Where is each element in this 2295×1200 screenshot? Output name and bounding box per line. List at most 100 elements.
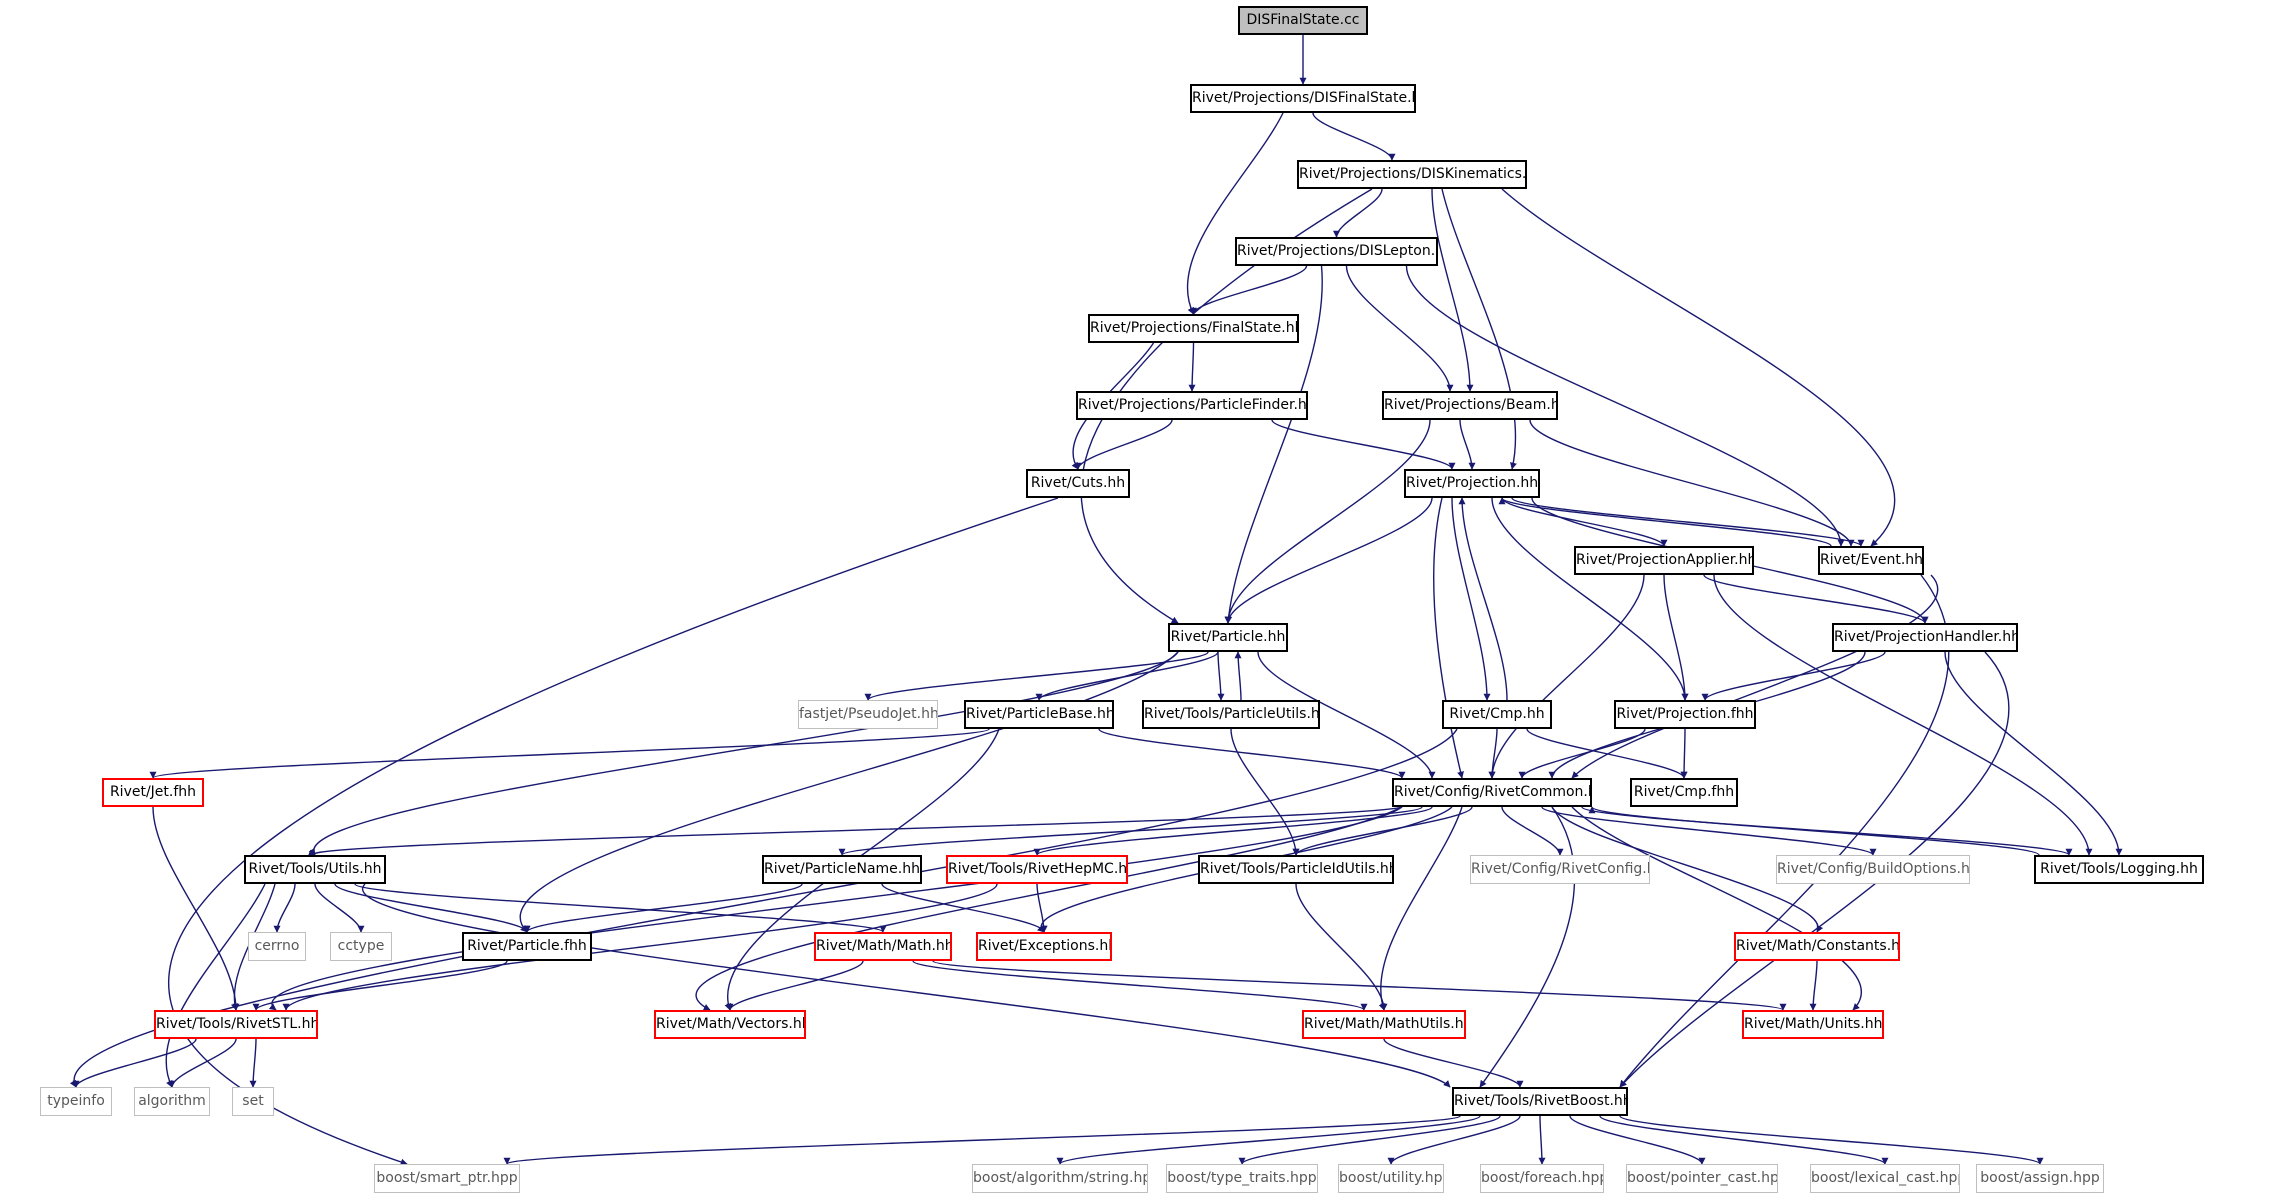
edge-tools-utils-to-cctype [314, 883, 365, 933]
edge-particle-name-to-particle-fhh [523, 883, 803, 933]
node-set[interactable]: set [232, 1087, 274, 1116]
edge-projection-applier-to-logging [1713, 574, 2093, 856]
edge-event-to-rivet-common [1571, 574, 1939, 779]
node-constants[interactable]: Rivet/Math/Constants.hh [1734, 932, 1900, 961]
edge-cmp-to-projection [1458, 497, 1508, 701]
edge-rivet-common-to-units [1571, 806, 1863, 1011]
node-projection-fhh[interactable]: Rivet/Projection.fhh [1614, 700, 1756, 729]
edge-dis-final-state-hh-to-dis-kinematics [1312, 112, 1396, 161]
node-particle-finder[interactable]: Rivet/Projections/ParticleFinder.hh [1076, 391, 1308, 420]
node-final-state[interactable]: Rivet/Projections/FinalState.hh [1088, 314, 1299, 343]
node-math-h[interactable]: Rivet/Math/Math.hh [814, 932, 952, 961]
edge-rivet-boost-to-lexical-cast [1599, 1115, 1889, 1165]
node-pseudojet[interactable]: fastjet/PseudoJet.hh [798, 700, 938, 729]
node-units[interactable]: Rivet/Math/Units.hh [1742, 1010, 1884, 1039]
node-root[interactable]: DISFinalState.cc [1238, 6, 1368, 35]
node-math-utils[interactable]: Rivet/Math/MathUtils.hh [1302, 1010, 1466, 1039]
node-assign[interactable]: boost/assign.hpp [1976, 1164, 2104, 1193]
node-logging[interactable]: Rivet/Tools/Logging.hh [2034, 855, 2204, 884]
node-typeinfo[interactable]: typeinfo [40, 1087, 112, 1116]
edge-particle-finder-to-cuts [1074, 419, 1173, 470]
node-dis-final-state-hh[interactable]: Rivet/Projections/DISFinalState.hh [1190, 84, 1416, 113]
edge-particle-utils-to-particle [1234, 651, 1242, 701]
node-projection-applier[interactable]: Rivet/ProjectionApplier.hh [1574, 546, 1754, 575]
node-dis-kinematics[interactable]: Rivet/Projections/DISKinematics.hh [1297, 160, 1527, 189]
edge-tools-utils-to-particle-fhh [334, 883, 531, 933]
edge-rivet-common-to-math-utils [1378, 806, 1463, 1011]
node-algo-string[interactable]: boost/algorithm/string.hpp [972, 1164, 1148, 1193]
edge-tools-utils-to-algorithm [165, 883, 266, 1088]
edge-projection-fhh-to-cmp-fhh [1680, 728, 1688, 779]
node-cmp-fhh[interactable]: Rivet/Cmp.fhh [1630, 778, 1738, 807]
node-pointer-cast[interactable]: boost/pointer_cast.hpp [1626, 1164, 1778, 1193]
node-type-traits[interactable]: boost/type_traits.hpp [1166, 1164, 1318, 1193]
node-jet-fhh[interactable]: Rivet/Jet.fhh [102, 778, 204, 807]
edge-math-h-to-vectors [726, 960, 864, 1011]
node-beam[interactable]: Rivet/Projections/Beam.hh [1382, 391, 1558, 420]
edge-dis-kinematics-to-projection [1441, 188, 1517, 470]
edge-projection-to-event [1511, 497, 1865, 547]
edge-final-state-to-particle-finder [1188, 342, 1196, 392]
node-projection-handler[interactable]: Rivet/ProjectionHandler.hh [1832, 623, 2018, 652]
node-rivet-hepmc[interactable]: Rivet/Tools/RivetHepMC.hh [946, 855, 1128, 884]
edge-particle-base-to-jet-fhh [149, 728, 990, 779]
node-build-options[interactable]: Rivet/Config/BuildOptions.hh [1776, 855, 1970, 884]
node-rivet-config[interactable]: Rivet/Config/RivetConfig.hh [1470, 855, 1650, 884]
node-rivet-stl[interactable]: Rivet/Tools/RivetSTL.hh [154, 1010, 318, 1039]
edge-projection-to-rivet-common [1433, 497, 1464, 779]
node-dis-lepton[interactable]: Rivet/Projections/DISLepton.hh [1235, 237, 1438, 266]
node-event[interactable]: Rivet/Event.hh [1818, 546, 1924, 575]
node-particle-fhh[interactable]: Rivet/Particle.fhh [462, 932, 592, 961]
node-particle-id-utils[interactable]: Rivet/Tools/ParticleIdUtils.hh [1198, 855, 1394, 884]
node-utility[interactable]: boost/utility.hpp [1338, 1164, 1444, 1193]
edge-beam-to-particle [1224, 419, 1431, 624]
edge-cmp-to-rivet-common [1488, 728, 1498, 779]
node-particle-base[interactable]: Rivet/ParticleBase.hh [964, 700, 1114, 729]
edge-particle-to-tools-utils [308, 651, 1179, 856]
edge-tools-utils-to-math-h [354, 883, 887, 933]
edge-rivet-common-to-rivet-stl [268, 806, 1403, 1011]
edge-dis-final-state-hh-to-final-state [1186, 112, 1284, 315]
edge-rivet-stl-to-typeinfo [72, 1038, 197, 1088]
edge-dis-lepton-to-event [1405, 265, 1845, 547]
edge-jet-fhh-to-rivet-stl [152, 806, 240, 1011]
edge-rivet-common-to-rivet-boost [1479, 806, 1576, 1088]
node-foreach[interactable]: boost/foreach.hpp [1480, 1164, 1604, 1193]
edge-rivet-boost-to-utility [1387, 1115, 1521, 1165]
node-exceptions[interactable]: Rivet/Exceptions.hh [976, 932, 1112, 961]
node-particle-utils[interactable]: Rivet/Tools/ParticleUtils.hh [1142, 700, 1320, 729]
edge-rivet-hepmc-to-exceptions [1036, 883, 1048, 933]
edge-projection-to-projection-applier [1501, 497, 1668, 547]
node-particle[interactable]: Rivet/Particle.hh [1168, 623, 1288, 652]
edge-dis-kinematics-to-event [1501, 188, 1896, 547]
edge-dis-lepton-to-particle [1225, 265, 1323, 624]
node-rivet-common[interactable]: Rivet/Config/RivetCommon.hh [1392, 778, 1592, 807]
edge-math-utils-to-rivet-boost [1383, 1038, 1524, 1088]
edge-projection-fhh-to-rivet-common [1518, 728, 1646, 779]
edge-dis-lepton-to-beam [1345, 265, 1454, 392]
edge-particle-fhh-to-rivet-stl [252, 960, 508, 1011]
edge-beam-to-event [1529, 419, 1855, 547]
edge-particle-finder-to-projection [1271, 419, 1456, 470]
node-cctype[interactable]: cctype [330, 932, 392, 961]
node-lexical-cast[interactable]: boost/lexical_cast.hpp [1810, 1164, 1960, 1193]
node-tools-utils[interactable]: Rivet/Tools/Utils.hh [244, 855, 386, 884]
edge-particle-utils-to-particle-id-utils [1230, 728, 1300, 856]
node-smart-ptr[interactable]: boost/smart_ptr.hpp [374, 1164, 520, 1193]
edge-dis-kinematics-to-beam [1431, 188, 1474, 392]
node-cuts[interactable]: Rivet/Cuts.hh [1026, 469, 1130, 498]
node-particle-name[interactable]: Rivet/ParticleName.hh [762, 855, 922, 884]
node-algorithm[interactable]: algorithm [134, 1087, 210, 1116]
edge-logging-to-rivet-common [1588, 806, 2040, 856]
node-rivet-boost[interactable]: Rivet/Tools/RivetBoost.hh [1452, 1087, 1628, 1116]
node-cmp[interactable]: Rivet/Cmp.hh [1442, 700, 1552, 729]
node-projection[interactable]: Rivet/Projection.hh [1404, 469, 1540, 498]
node-cerrno[interactable]: cerrno [248, 932, 306, 961]
edge-rivet-boost-to-assign [1619, 1115, 2044, 1165]
edge-tools-utils-to-rivet-boost [361, 883, 1451, 1088]
edge-rivet-common-to-particle-id-utils [1292, 806, 1473, 856]
edge-particle-to-pseudojet [864, 651, 1209, 701]
node-vectors[interactable]: Rivet/Math/Vectors.hh [654, 1010, 806, 1039]
